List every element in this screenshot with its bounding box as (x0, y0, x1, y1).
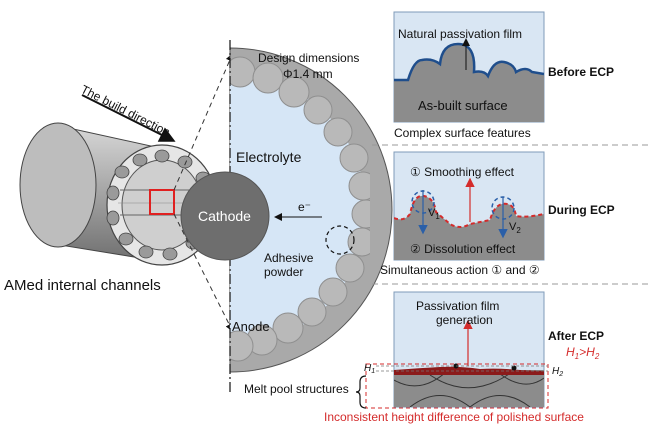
build-direction-label: The build direction (79, 82, 173, 139)
cathode-rod (180, 171, 270, 261)
panel3-caption: Inconsistent height difference of polish… (324, 410, 584, 424)
amed-cylinder (19, 122, 219, 266)
design-dimensions-value: Φ1.4 mm (283, 67, 333, 81)
panel-before-ecp: Natural passivation film As-built surfac… (393, 11, 545, 123)
build-direction-arrow (81, 94, 176, 142)
channel-cross-section (180, 40, 393, 395)
electrolyte-label: Electrolyte (236, 149, 302, 165)
v1-label: V1 (428, 207, 440, 221)
zoom-line-top (173, 53, 234, 191)
surface-label: As-built surface (418, 98, 508, 113)
dissolving-film (394, 194, 544, 228)
melt-pool-brace (355, 375, 367, 409)
film-generation-line2: generation (436, 313, 493, 327)
design-dimensions-title: Design dimensions (258, 51, 359, 65)
melt-pool-label: Melt pool structures (244, 382, 349, 396)
stage-label-after: After ECP (548, 329, 604, 343)
panel-during-ecp: ① Smoothing effect ② Dissolution effect … (393, 151, 545, 261)
zoom-highlight-box (149, 189, 175, 215)
electron-label: e⁻ (298, 200, 311, 214)
smoothing-effect-label: ① Smoothing effect (410, 165, 515, 179)
dissolution-effect-label: ② Dissolution effect (410, 242, 516, 256)
left-caption: AMed internal channels (4, 277, 161, 294)
panel-after-ecp: Passivation film generation (393, 291, 545, 408)
adhesive-powder-label-line1: Adhesive (264, 251, 314, 265)
natural-passivation-film (394, 42, 544, 82)
h1-marker: H1 (364, 363, 375, 375)
anode-label: Anode (232, 319, 270, 334)
adhesive-powder-particles (230, 56, 370, 362)
melt-pool-arcs (394, 371, 544, 407)
film-label: Natural passivation film (398, 27, 522, 41)
panel2-caption: Simultaneous action ① and ② (380, 263, 540, 277)
peak-marker-2 (511, 365, 517, 371)
stage-label-during: During ECP (548, 203, 615, 217)
h2-marker: H2 (552, 366, 563, 378)
v2-label: V2 (509, 221, 521, 235)
height-relation-label: H1>H2 (566, 345, 600, 361)
dissolving-surface (394, 195, 544, 260)
panel1-caption: Complex surface features (394, 126, 531, 140)
adhesive-powder-highlight (325, 225, 355, 255)
cathode-label: Cathode (198, 208, 251, 224)
stage-label-before: Before ECP (548, 65, 614, 79)
adhesive-powder-label-line2: powder (264, 265, 303, 279)
film-generation-line1: Passivation film (416, 299, 499, 313)
zoom-line-bottom (173, 213, 233, 332)
height-difference-box (365, 363, 549, 409)
